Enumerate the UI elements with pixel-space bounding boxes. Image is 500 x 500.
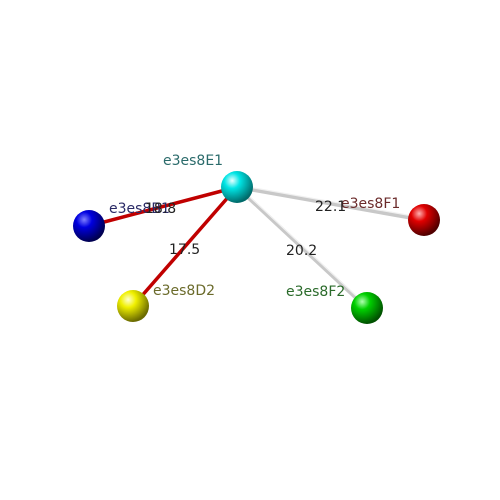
nodes (73, 171, 440, 324)
node-e3es8F1 (408, 204, 440, 236)
node-label-e3es8D2: e3es8D2 (153, 283, 215, 299)
edge-e1-f1 (235, 185, 426, 222)
edge-labels: 18.8 17.5 20.2 22.1 (145, 199, 346, 259)
node-label-e3es8F1: e3es8F1 (341, 196, 400, 212)
node-e3es8E1 (221, 171, 253, 203)
node-e3es8F2 (351, 292, 383, 324)
edge-e1-f1-shade (236, 184, 425, 219)
edge-e1-b1 (87, 185, 239, 228)
node-label-e3es8E1: e3es8E1 (163, 153, 223, 169)
node-label-e3es8F2: e3es8F2 (286, 284, 345, 300)
edge-e1-f2 (235, 185, 369, 310)
edge-label-e1-d2: 17.5 (169, 242, 200, 258)
node-e3es8D2 (117, 290, 149, 322)
edge-label-e1-b1: 18.8 (145, 201, 176, 217)
edges (87, 184, 426, 310)
edge-e1-d2 (131, 185, 239, 308)
node-labels: e3es8E1 e3es8B1 e3es8D2 e3es8F2 e3es8F1 (109, 153, 400, 300)
node-e3es8B1 (73, 210, 105, 242)
edge-label-e1-f2: 20.2 (286, 243, 317, 259)
node-label-e3es8B1: e3es8B1 (109, 201, 170, 217)
edge-label-e1-f1: 22.1 (315, 199, 346, 215)
edge-e1-f2-shade (236, 184, 368, 307)
